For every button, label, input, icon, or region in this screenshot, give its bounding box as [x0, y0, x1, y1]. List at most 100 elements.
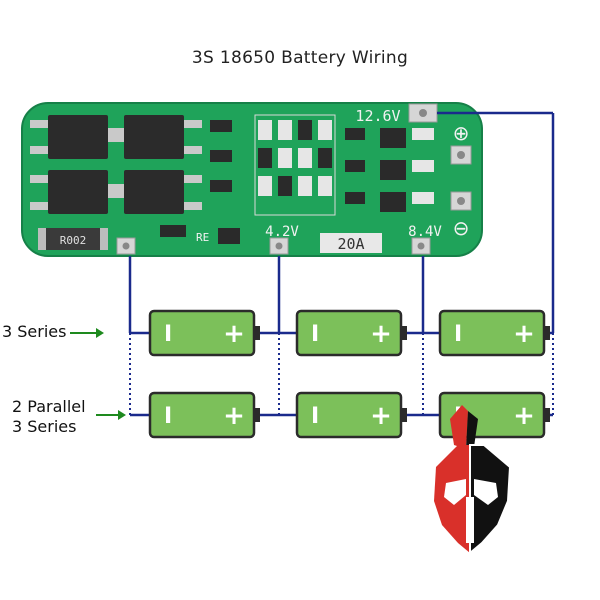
smd-component [278, 148, 292, 168]
silk-outline [254, 114, 336, 216]
battery-cells: I+I+I+I+I+I+ [148, 309, 550, 439]
pad-hole [417, 242, 425, 250]
smd-component [210, 150, 232, 162]
battery-cell: I+ [148, 309, 260, 357]
battery-positive-mark: + [370, 401, 392, 431]
battery-positive-mark: + [513, 401, 535, 431]
smd-component [278, 176, 292, 196]
shunt-resistor [44, 228, 102, 250]
smd-component [298, 120, 312, 140]
smd-components [160, 114, 434, 244]
smd-component [318, 148, 332, 168]
ic-chip [380, 160, 406, 180]
mosfet-group [30, 115, 202, 214]
shunt-cap [38, 228, 46, 250]
smd-component [258, 148, 272, 168]
voltage-label-right: 8.4V [408, 224, 442, 240]
battery-terminal [401, 326, 407, 340]
parallel-arrow-head [118, 410, 126, 420]
battery-positive-mark: + [223, 401, 245, 431]
smd-component [412, 128, 434, 140]
battery-terminal [401, 408, 407, 422]
minus-terminal-symbol: ⊖ [453, 216, 470, 240]
series-row-label: 3 Series [2, 322, 67, 341]
spartan-helmet-logo [434, 405, 512, 556]
battery-cell: I+ [295, 309, 407, 357]
row-arrows [70, 328, 126, 420]
battery-cell: I+ [438, 309, 550, 357]
solder-pads [116, 103, 472, 255]
mosfet-pin [30, 175, 48, 183]
mosfet-tab [108, 184, 124, 198]
battery-cell: I+ [148, 391, 260, 439]
pad-hole [419, 109, 427, 117]
smd-component [318, 120, 332, 140]
battery-negative-mark: I [164, 404, 172, 429]
helmet-eye-left [444, 479, 466, 505]
smd-component [278, 120, 292, 140]
battery-positive-mark: + [513, 319, 535, 349]
mosfet-chip [124, 170, 184, 214]
smd-component [345, 192, 365, 204]
smd-component [345, 160, 365, 172]
battery-negative-mark: I [311, 322, 319, 347]
smd-component [298, 148, 312, 168]
current-label-box [320, 233, 382, 253]
plus-terminal-symbol: ⊕ [453, 121, 470, 145]
pad-hole [122, 242, 130, 250]
helmet-crest-right [466, 411, 478, 449]
mosfet-pin [184, 146, 202, 154]
mosfet-pin [184, 175, 202, 183]
wiring [128, 111, 555, 417]
battery-positive-mark: + [223, 319, 245, 349]
battery-terminal [544, 326, 550, 340]
battery-terminal [254, 326, 260, 340]
mosfet-chip [124, 115, 184, 159]
pad-hole [457, 197, 465, 205]
resistor-label: R002 [60, 234, 87, 247]
ic-chip [380, 128, 406, 148]
battery-terminal [544, 408, 550, 422]
shunt-cap [100, 228, 108, 250]
helmet-eye-right [474, 479, 498, 505]
mosfet-pin [30, 146, 48, 154]
battery-negative-mark: I [164, 322, 172, 347]
mosfet-tab [108, 128, 124, 142]
battery-negative-mark: I [454, 322, 462, 347]
battery-positive-mark: + [370, 319, 392, 349]
pad-hole [457, 151, 465, 159]
diagram-title: 3S 18650 Battery Wiring [191, 48, 409, 68]
smd-component [318, 176, 332, 196]
smd-component [218, 228, 240, 244]
mosfet-chip [48, 170, 108, 214]
parallel-row-label-line2: 3 Series [12, 417, 77, 436]
mosfet-pin [184, 202, 202, 210]
smd-component [258, 176, 272, 196]
voltage-label-mid: 4.2V [265, 224, 299, 240]
smd-component [298, 176, 312, 196]
smd-component [160, 225, 186, 237]
ic-chip [380, 192, 406, 212]
helmet-nose-guard [466, 497, 474, 543]
helmet-crest-left [450, 405, 468, 449]
mosfet-pin [30, 120, 48, 128]
smd-component [210, 180, 232, 192]
mosfet-pin [184, 120, 202, 128]
re-label: RE [196, 231, 209, 244]
bms-board: R002 [21, 102, 483, 257]
battery-negative-mark: I [311, 404, 319, 429]
voltage-label-top: 12.6V [355, 107, 400, 125]
series-arrow-head [96, 328, 104, 338]
battery-cell: I+ [295, 391, 407, 439]
smd-component [412, 160, 434, 172]
pad-hole [275, 242, 283, 250]
smd-component [258, 120, 272, 140]
current-label: 20A [337, 235, 364, 253]
parallel-row-label-line1: 2 Parallel [12, 397, 86, 416]
smd-component [210, 120, 232, 132]
battery-terminal [254, 408, 260, 422]
smd-component [345, 128, 365, 140]
smd-component [412, 192, 434, 204]
